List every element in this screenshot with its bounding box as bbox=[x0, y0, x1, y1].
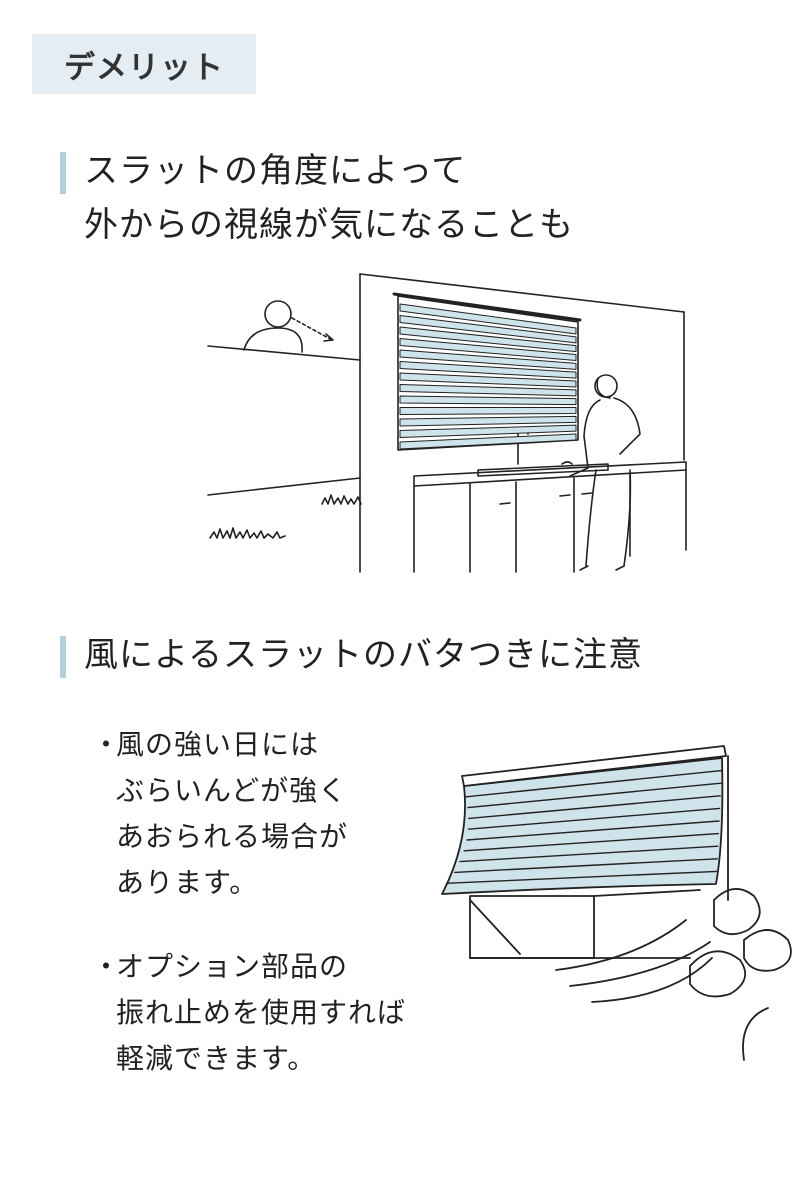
bullet-line: あおられる場合が bbox=[116, 820, 349, 853]
section-heading-wind: 風によるスラットのバタつきに注意 bbox=[60, 628, 643, 682]
blind-slat bbox=[465, 769, 723, 798]
blind-slat bbox=[447, 870, 718, 884]
blind-slat bbox=[453, 858, 718, 874]
blind-slat bbox=[399, 303, 577, 335]
bullet-option: ・オプション部品の 振れ止めを使用すれば 軽減できます。 bbox=[92, 944, 406, 1082]
bullet-line: 軽減できます。 bbox=[116, 1042, 317, 1075]
blind-slat bbox=[466, 820, 720, 841]
bullet-line: ぶらいんどが強く bbox=[116, 774, 348, 807]
bullet-wind: ・風の強い日には ぶらいんどが強く あおられる場合が あります。 bbox=[92, 722, 348, 906]
blind-slat bbox=[399, 395, 577, 406]
bullet-line: オプション部品の bbox=[116, 950, 349, 983]
demerit-tag: デメリット bbox=[32, 34, 256, 94]
heading-text: 風によるスラットのバタつきに注意 bbox=[84, 635, 643, 675]
blind-slat bbox=[399, 415, 577, 427]
blind-slat bbox=[459, 845, 719, 863]
blind-slat bbox=[399, 361, 577, 379]
blind-slat bbox=[399, 424, 577, 438]
bullet-dot: ・ bbox=[92, 728, 122, 761]
blind-slat bbox=[399, 338, 577, 361]
blind-slat bbox=[399, 372, 577, 388]
blind-slat bbox=[399, 326, 577, 353]
blind-slat bbox=[399, 315, 577, 344]
bullet-line: あります。 bbox=[116, 866, 259, 899]
blind-slat bbox=[463, 832, 720, 852]
blind-slat bbox=[467, 782, 722, 809]
demerit-tag-label: デメリット bbox=[64, 49, 224, 86]
heading-text: スラットの角度によって 外からの視線が気になることも bbox=[84, 144, 574, 252]
heading-line-2: 外からの視線が気になることも bbox=[84, 205, 574, 245]
bullet-line: 振れ止めを使用すれば bbox=[116, 996, 407, 1029]
heading-line-1: スラットの角度によって bbox=[84, 151, 467, 191]
blind-slat bbox=[399, 407, 577, 415]
heading-accent-bar bbox=[60, 636, 66, 678]
section-heading-view: スラットの角度によって 外からの視線が気になることも bbox=[60, 144, 574, 252]
blind-slat bbox=[399, 433, 577, 450]
blind-slat bbox=[468, 795, 721, 820]
bullet-line: 風の強い日には bbox=[116, 728, 320, 761]
heading-accent-bar bbox=[60, 152, 66, 194]
blind-slat bbox=[399, 384, 577, 397]
blind-slat bbox=[467, 807, 721, 830]
blind-slat bbox=[399, 349, 577, 370]
bullet-dot: ・ bbox=[92, 950, 122, 983]
